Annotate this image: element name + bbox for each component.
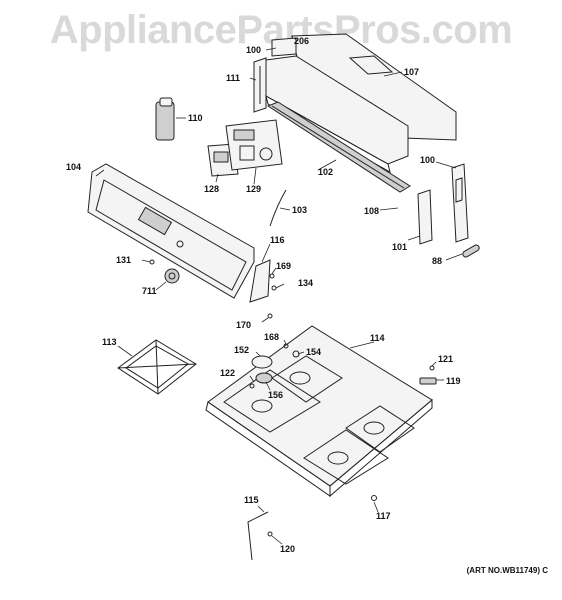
callout-117: 117 [376, 511, 391, 521]
part-711-knob [164, 268, 180, 284]
callout-101: 101 [392, 242, 407, 252]
callout-108: 108 [364, 206, 379, 216]
callout-103: 103 [292, 205, 307, 215]
part-113-grate [117, 339, 197, 395]
part-111-end-bracket [253, 57, 267, 113]
callout-111: 111 [226, 73, 240, 83]
part-116-trim [249, 259, 271, 303]
callout-129: 129 [246, 184, 261, 194]
part-102-panel [265, 55, 409, 173]
callout-120: 120 [280, 544, 295, 554]
part-103-rod [269, 189, 287, 227]
callout-114: 114 [370, 333, 385, 343]
callout-100-top: 100 [246, 45, 261, 55]
callout-100-right: 100 [420, 155, 435, 165]
burner-parts [249, 343, 300, 389]
callout-121: 121 [438, 354, 453, 364]
callout-128: 128 [204, 184, 219, 194]
part-108-rail [266, 101, 411, 193]
callout-122: 122 [220, 368, 235, 378]
callout-134: 134 [298, 278, 313, 288]
part-104-control-panel [87, 163, 255, 299]
callout-116: 116 [270, 235, 285, 245]
callout-170: 170 [236, 320, 251, 330]
art-number: (ART NO.WB11749) C [466, 566, 548, 575]
callout-131: 131 [116, 255, 131, 265]
part-110-module [155, 97, 175, 141]
part-117-screw [371, 495, 377, 501]
callout-labels: 206 100 107 111 110 104 102 128 129 100 … [66, 36, 461, 554]
part-101-bracket [417, 189, 433, 245]
callout-206: 206 [294, 36, 309, 46]
callout-88: 88 [432, 256, 442, 266]
callout-168: 168 [264, 332, 279, 342]
callout-152: 152 [234, 345, 249, 355]
callout-107: 107 [404, 67, 419, 77]
part-119-bracket [419, 365, 437, 385]
part-88-foot [462, 244, 480, 258]
leader-lines [95, 47, 463, 545]
part-206-bracket [271, 37, 297, 57]
callout-156: 156 [268, 390, 283, 400]
callout-113: 113 [102, 337, 117, 347]
callout-102: 102 [318, 167, 333, 177]
callout-711: 711 [142, 286, 157, 296]
callout-119: 119 [446, 376, 461, 386]
part-100-end-bracket [451, 163, 469, 243]
part-115-wire [247, 511, 273, 561]
callout-154: 154 [306, 347, 321, 357]
callout-169: 169 [276, 261, 291, 271]
callout-115: 115 [244, 495, 259, 505]
part-129-control-board [225, 119, 283, 171]
callout-104: 104 [66, 162, 81, 172]
callout-110: 110 [188, 113, 203, 123]
